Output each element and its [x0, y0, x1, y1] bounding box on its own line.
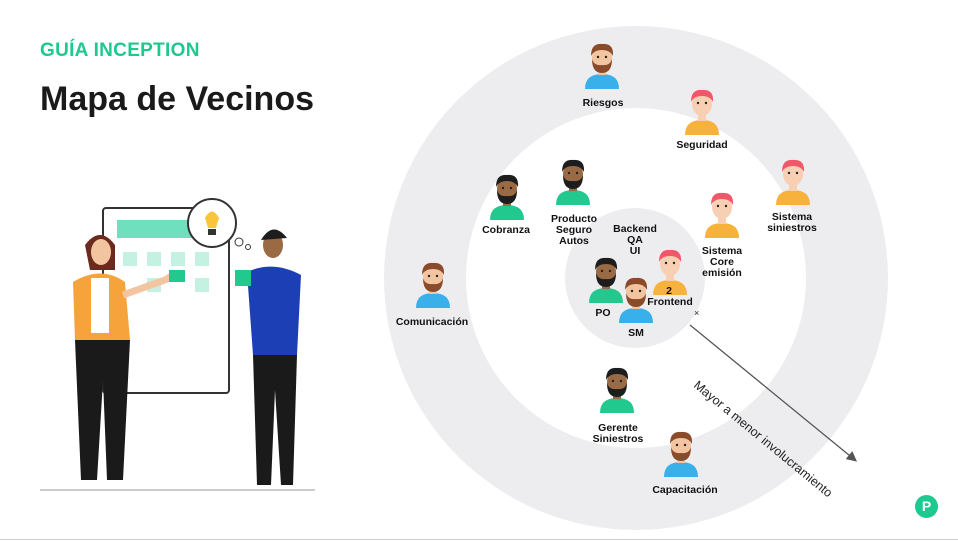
illustration-team-board: [40, 198, 315, 491]
label-line: Backend: [613, 223, 657, 235]
label-line: Core: [710, 256, 734, 268]
label-line: Sistema: [701, 245, 743, 257]
label-line: siniestros: [767, 222, 817, 234]
label-frontend: Frontend: [647, 296, 693, 308]
avatar-sistema-core: [702, 188, 742, 238]
svg-text:×: ×: [694, 308, 699, 318]
label-sm: SM: [628, 327, 644, 339]
avatar-cobranza: [487, 170, 527, 220]
label-line: QA: [627, 234, 643, 246]
avatar-seguridad: [682, 85, 722, 135]
label-line: emisión: [702, 267, 742, 279]
label-seguridad: Seguridad: [676, 139, 728, 151]
label-cobranza: Cobranza: [482, 224, 530, 236]
avatar-riesgos: [582, 39, 622, 89]
section-kicker: GUÍA INCEPTION: [40, 40, 200, 61]
brand-logo: P: [915, 495, 938, 518]
label-line: Seguro: [555, 224, 593, 236]
label-line: Sistema: [771, 211, 813, 223]
avatar-comunicacion: [413, 258, 453, 308]
avatar-sistema-siniestros: [773, 155, 813, 205]
page-title: Mapa de Vecinos: [40, 80, 314, 118]
frontend-count: 2: [666, 285, 672, 297]
label-line: Gerente: [598, 422, 638, 434]
avatar-capacitacion: [661, 427, 701, 477]
label-riesgos: Riesgos: [582, 97, 624, 109]
avatar-gerente: [597, 363, 637, 413]
avatar-producto: [553, 155, 593, 205]
label-po: PO: [595, 307, 611, 319]
label-capacitacion: Capacitación: [652, 484, 718, 496]
divider: [0, 539, 958, 540]
label-line: Producto: [550, 213, 598, 225]
label-line: Autos: [559, 235, 589, 247]
label-line: UI: [629, 245, 641, 257]
label-line: Siniestros: [592, 433, 644, 445]
label-comunicacion: Comunicación: [395, 316, 469, 328]
